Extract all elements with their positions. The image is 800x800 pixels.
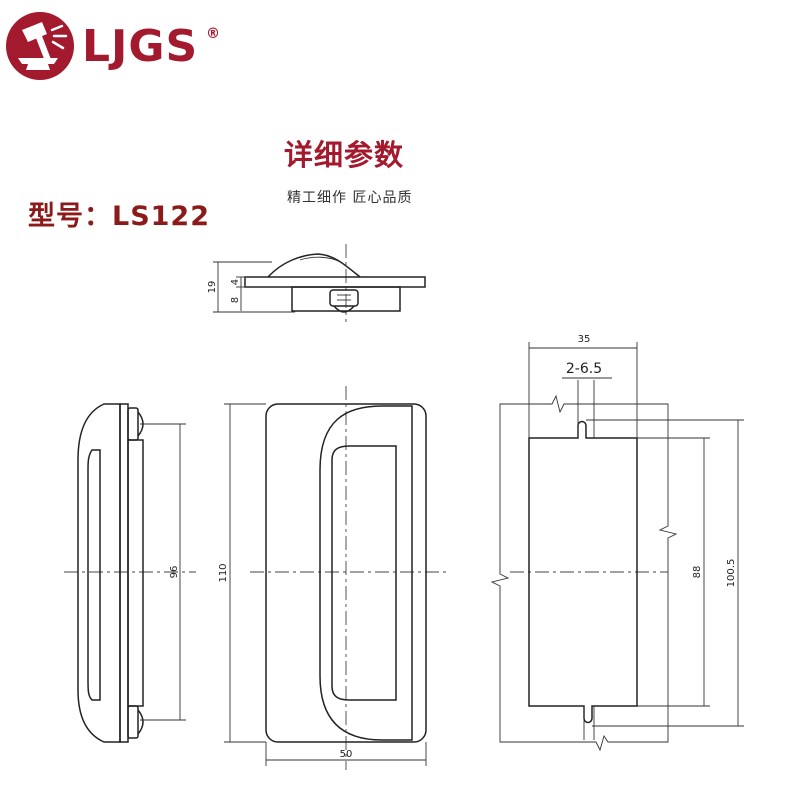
registered-mark: ® [206, 26, 220, 42]
page-title: 详细参数 [284, 138, 405, 172]
brand-wordmark: LJGS [82, 21, 199, 72]
dim-top-lower: 8 [230, 297, 241, 303]
dim-top-total: 19 [207, 281, 218, 294]
brand-logo [6, 12, 74, 80]
dim-front-height: 110 [218, 563, 229, 582]
dim-cutout-inner: 88 [692, 566, 703, 579]
dim-top-upper: 4 [230, 279, 241, 285]
dim-hole-spec: 2-6.5 [566, 361, 602, 377]
logo-emblem-icon [6, 12, 74, 80]
dim-cutout-outer: 100.5 [726, 559, 737, 588]
cutout-view: 35 2-6.5 88 100.5 [490, 334, 744, 752]
dim-side-height: 96 [169, 566, 180, 579]
page-subtitle: 精工细作 匠心品质 [287, 190, 413, 206]
dim-cutout-width: 35 [578, 334, 591, 345]
front-view: 110 50 [218, 386, 450, 770]
side-view: 96 [64, 403, 196, 743]
dim-front-width: 50 [340, 749, 353, 760]
top-profile-view: 19 4 8 [207, 244, 426, 322]
model-label: 型号：LS122 [28, 201, 211, 232]
